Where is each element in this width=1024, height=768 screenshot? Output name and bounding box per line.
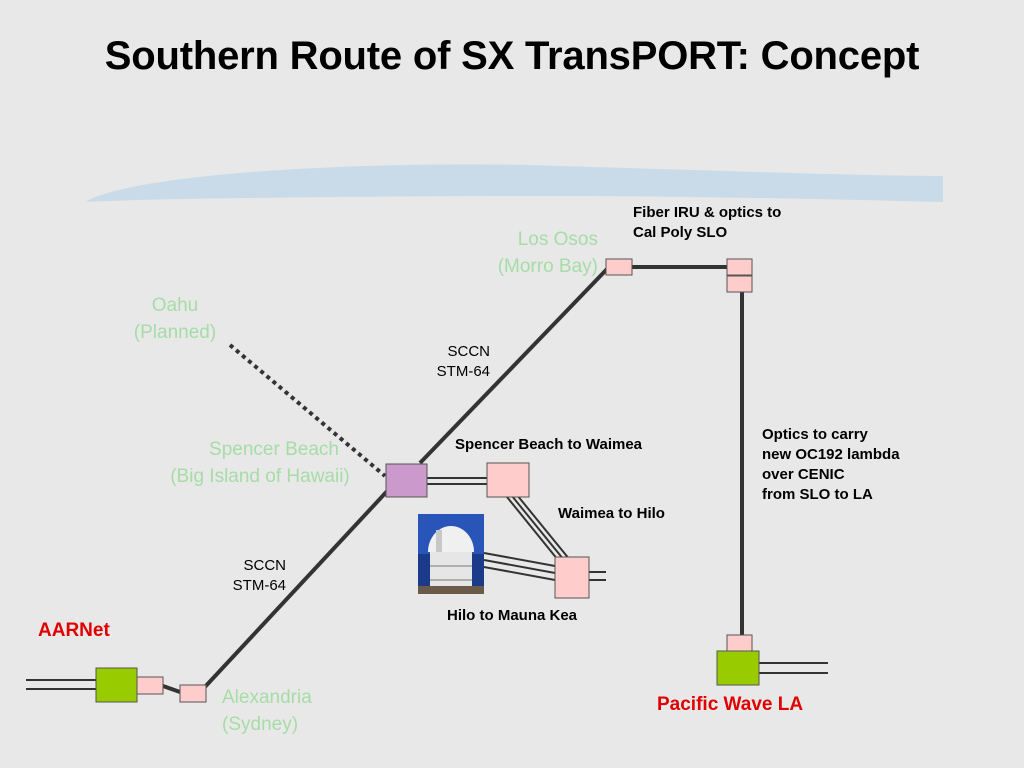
- aarnet-label: AARNet: [38, 620, 110, 641]
- spencer-beach-label: Spencer Beach (Big Island of Hawaii): [170, 439, 350, 487]
- pacific-wave-label: Pacific Wave LA: [657, 694, 804, 715]
- aarnet-node: [95, 667, 138, 703]
- fiber-iru-note: Fiber IRU & optics to Cal Poly SLO: [633, 204, 782, 241]
- sccn-upper-label: SCCN STM-64: [436, 343, 490, 380]
- hilo-to-mauna-kea-label: Hilo to Mauna Kea: [447, 607, 578, 624]
- slo-node-bottom: [726, 275, 753, 293]
- spencer-to-waimea-label: Spencer Beach to Waimea: [455, 436, 643, 453]
- sccn-lower-label: SCCN STM-64: [232, 557, 286, 594]
- observatory-dome-photo: [418, 514, 484, 594]
- slo-node-top: [726, 258, 753, 276]
- oahu-planned-link: [228, 343, 387, 478]
- page-title: Southern Route of SX TransPORT: Concept: [104, 34, 920, 78]
- alexandria-label: Alexandria (Sydney): [222, 687, 312, 735]
- alexandria-node: [179, 684, 207, 703]
- oahu-label: Oahu (Planned): [133, 295, 217, 343]
- los-osos-label: Los Osos (Morro Bay): [497, 229, 598, 277]
- alexandria-connector: [162, 684, 181, 694]
- optics-note: Optics to carry new OC192 lambda over CE…: [762, 426, 900, 503]
- spencer-beach-node: [385, 463, 428, 498]
- sccn-link-upper: [418, 265, 611, 465]
- los-osos-node: [605, 258, 633, 276]
- hilo-node: [554, 556, 590, 599]
- sccn-link-lower: [201, 485, 393, 691]
- waimea-to-hilo-label: Waimea to Hilo: [558, 505, 665, 522]
- pacific-wave-node: [716, 650, 760, 686]
- waimea-node: [486, 462, 530, 498]
- aarnet-pink-node: [136, 676, 164, 695]
- pacific-wave-upper-node: [726, 634, 753, 652]
- banner-swoosh: [85, 164, 943, 202]
